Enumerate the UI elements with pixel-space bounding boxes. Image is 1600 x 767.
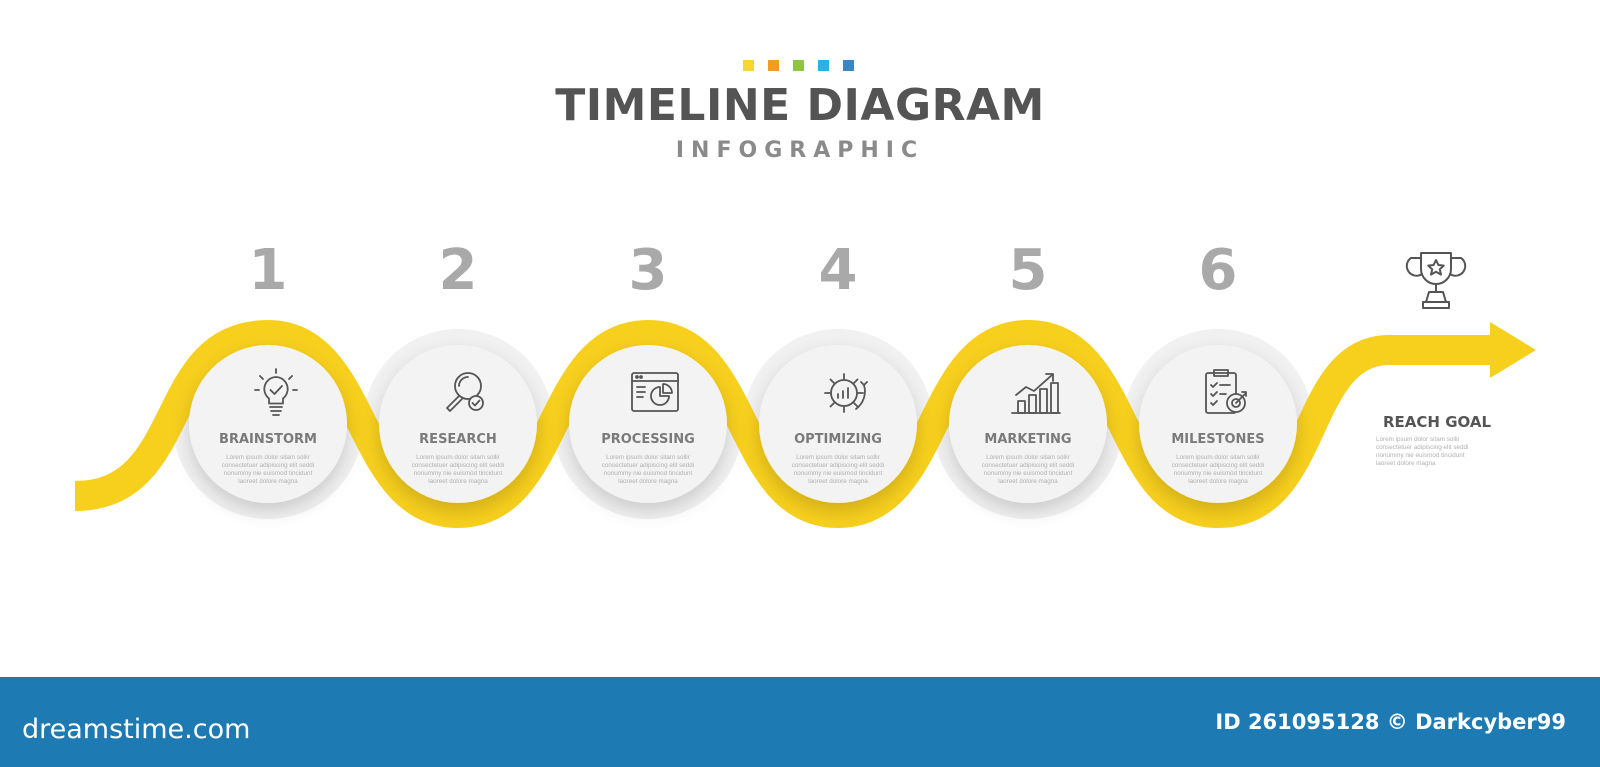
diagram-title: TIMELINE DIAGRAM — [555, 80, 1045, 131]
step-circle-4 — [759, 345, 917, 503]
footer-brand: dreamstime.com — [22, 714, 251, 745]
step-circle-1 — [189, 345, 347, 503]
step-circle-3 — [569, 345, 727, 503]
step-circle-5 — [949, 345, 1107, 503]
step-label: PROCESSING — [601, 432, 695, 447]
step-circle-6 — [1139, 345, 1297, 503]
swatch — [818, 60, 829, 71]
swatch — [843, 60, 854, 71]
timeline-road — [74, 319, 1492, 529]
swatch — [743, 60, 754, 71]
swatch — [793, 60, 804, 71]
step-number: 1 — [248, 238, 288, 303]
step-6-text: MILESTONES Lorem ipsum dolor sitam solli… — [1143, 432, 1293, 486]
step-label: BRAINSTORM — [219, 432, 317, 447]
footer-image-id: ID 261095128 © Darkcyber99 — [1215, 710, 1566, 734]
step-label: OPTIMIZING — [794, 432, 882, 447]
step-number: 2 — [438, 238, 478, 303]
footer-bar — [0, 677, 1600, 767]
step-circle-2 — [379, 345, 537, 503]
step-label: MARKETING — [984, 432, 1072, 447]
trophy-icon — [1405, 252, 1467, 309]
browser-chart-icon — [631, 372, 679, 412]
step-1-text: BRAINSTORM Lorem ipsum dolor sitam solli… — [193, 432, 343, 486]
lightbulb-check-icon — [254, 368, 298, 416]
step-label: RESEARCH — [419, 432, 497, 447]
color-swatches — [743, 60, 854, 71]
swatch — [768, 60, 779, 71]
magnifier-check-icon — [446, 372, 484, 412]
step-circles — [189, 345, 1297, 503]
step-3-text: PROCESSING Lorem ipsum dolor sitam solli… — [573, 432, 723, 486]
bar-chart-growth-icon — [1011, 373, 1061, 414]
goal-arrow-icon — [1490, 322, 1536, 378]
step-number: 6 — [1198, 238, 1238, 303]
step-4-text: OPTIMIZING Lorem ipsum dolor sitam solli… — [763, 432, 913, 486]
step-number: 5 — [1008, 238, 1048, 303]
step-number: 4 — [818, 238, 858, 303]
gear-chart-icon — [824, 373, 868, 413]
step-label: MILESTONES — [1171, 432, 1265, 447]
step-number: 3 — [628, 238, 668, 303]
goal-title: REACH GOAL — [1383, 413, 1492, 431]
diagram-subtitle: INFOGRAPHIC — [675, 138, 925, 163]
step-5-text: MARKETING Lorem ipsum dolor sitam sollir… — [953, 432, 1103, 486]
checklist-target-icon — [1205, 369, 1247, 414]
timeline-diagram — [74, 319, 1536, 529]
